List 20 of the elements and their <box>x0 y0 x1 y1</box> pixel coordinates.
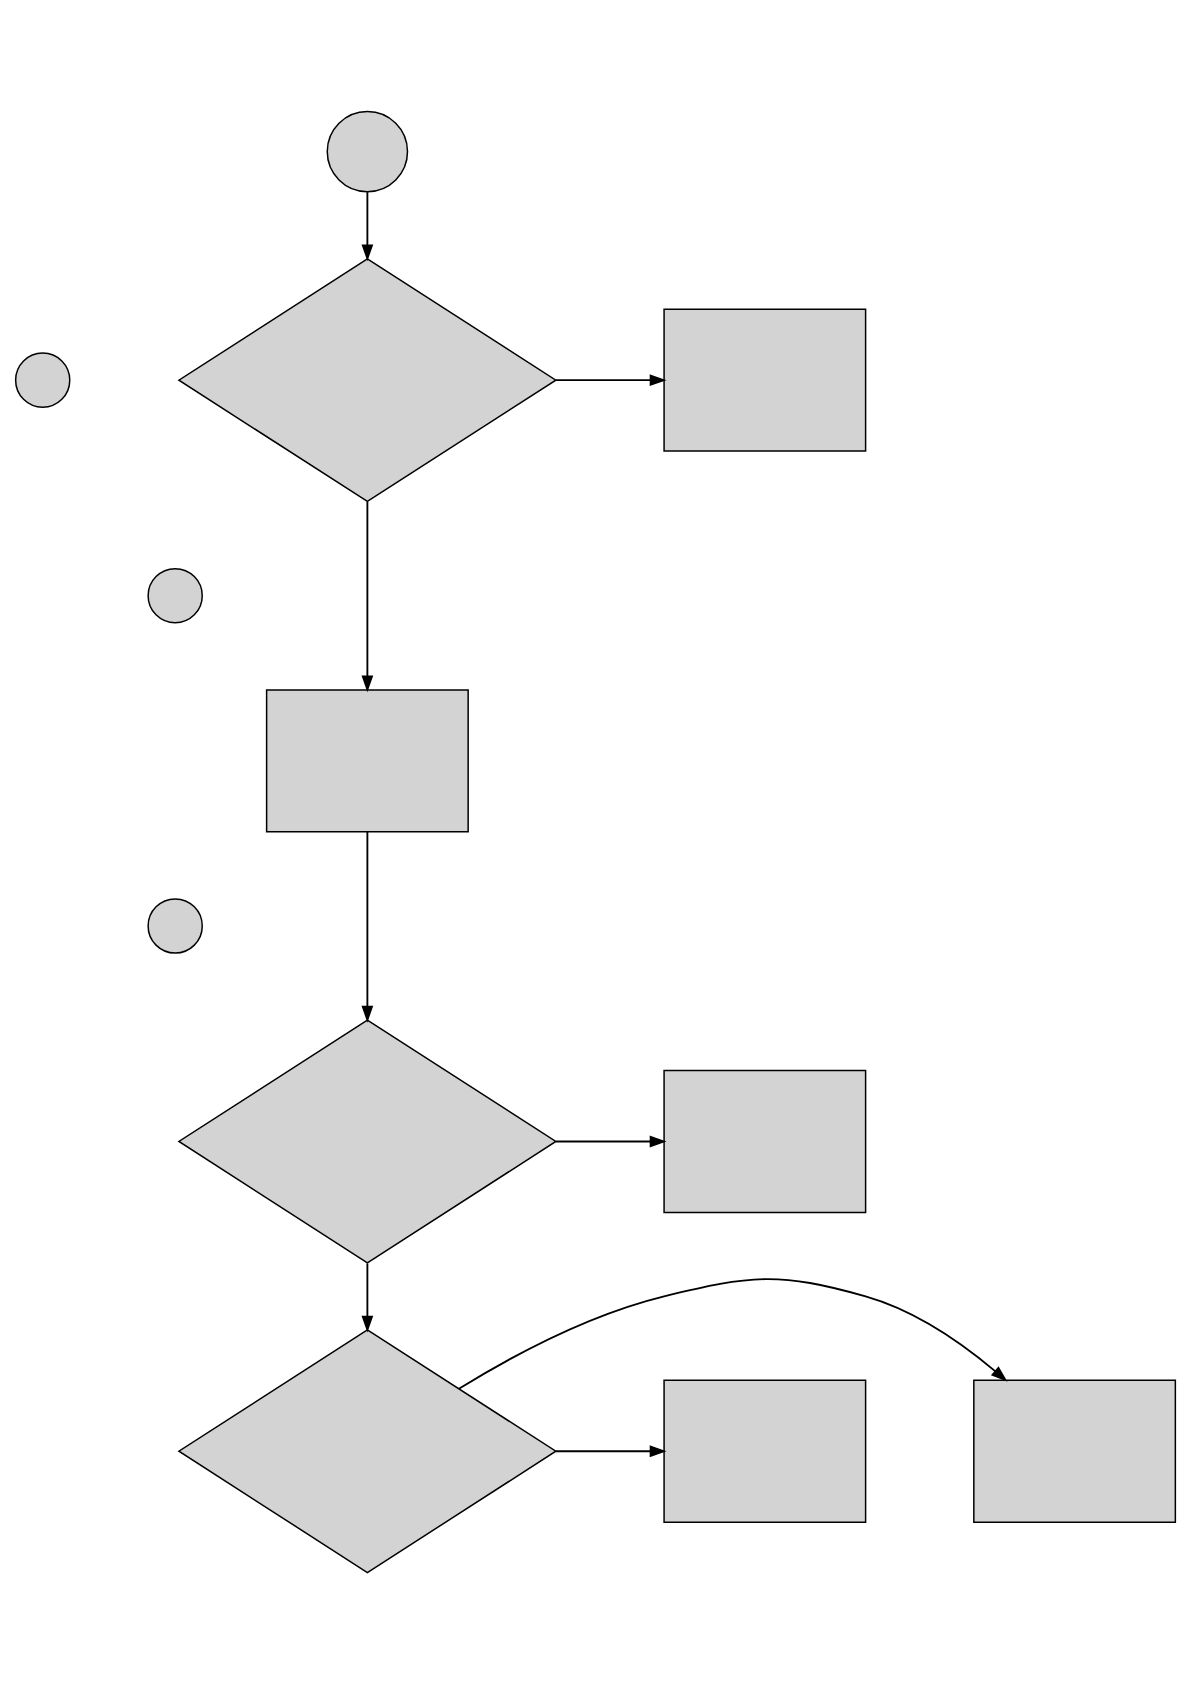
node-box <box>663 308 867 452</box>
arrow <box>458 1278 1008 1390</box>
node-circle <box>14 352 71 408</box>
node-circle <box>147 567 203 624</box>
arrow <box>555 1135 667 1148</box>
arrow <box>361 830 374 1023</box>
node-box <box>973 1379 1177 1523</box>
node-box <box>663 1379 867 1523</box>
node-box <box>265 689 469 833</box>
node-circle <box>147 898 203 954</box>
arrow <box>555 1445 667 1458</box>
node-circle <box>326 110 409 193</box>
node-diamond <box>177 258 558 503</box>
arrow <box>555 374 667 387</box>
arrow <box>361 1262 374 1333</box>
arrow <box>361 191 374 262</box>
node-diamond <box>177 1329 558 1574</box>
arrow <box>361 500 374 693</box>
node-diamond <box>177 1019 558 1264</box>
node-box <box>663 1069 867 1214</box>
